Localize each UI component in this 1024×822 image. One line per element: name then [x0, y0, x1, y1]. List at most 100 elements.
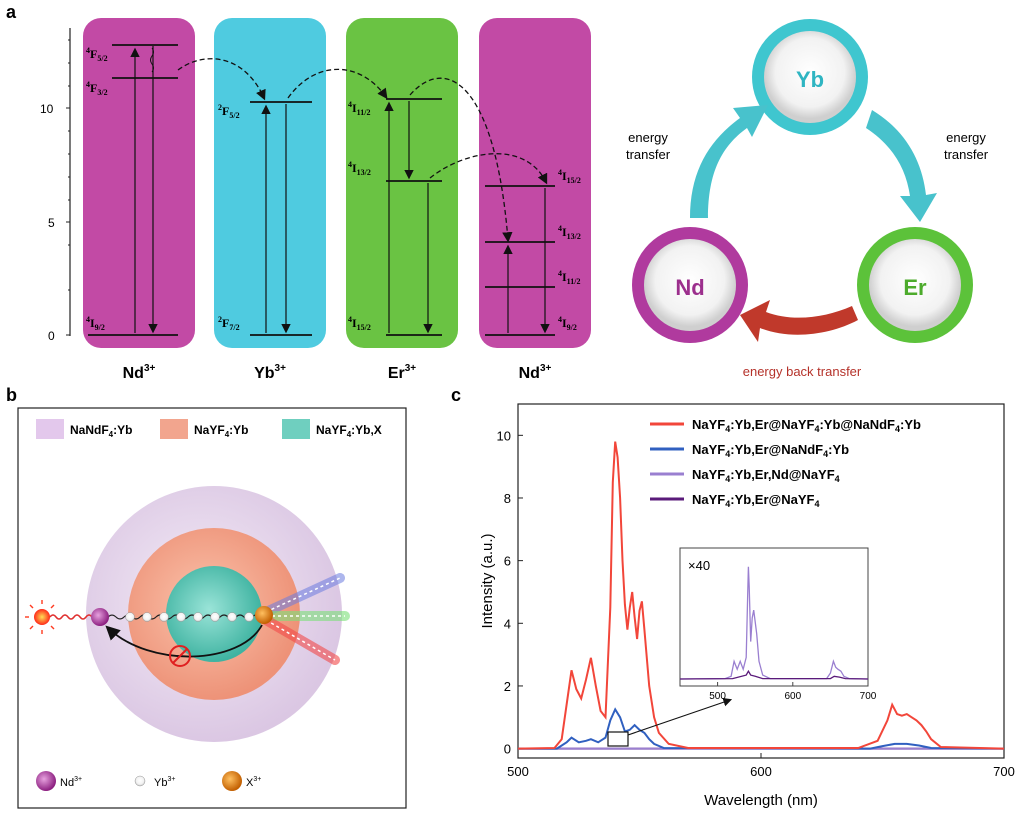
er-ring-label: Er [903, 275, 927, 300]
yb-ring-inner [764, 31, 856, 123]
energy-transfer-curves [177, 58, 548, 243]
emission-beams [261, 573, 350, 665]
yb-ring-label: Yb [796, 67, 824, 92]
inset-series-line-1 [679, 669, 869, 680]
series-line-1 [518, 707, 1005, 750]
panel-c-letter: c [451, 385, 461, 405]
shell-legend-swatch-1 [160, 419, 188, 439]
laser-source-icon [34, 609, 50, 625]
nd-relaxation-wave [150, 47, 154, 73]
ion-label-2: Er3+ [388, 363, 416, 382]
level-label-3-0: 4I15/2 [558, 168, 581, 185]
panel-a-energy-levels: a 0 5 10 [6, 2, 591, 382]
level-label-0-0: 4F5/2 [86, 46, 108, 63]
y-tick-label: 4 [504, 616, 511, 631]
y-axis-ticks [66, 39, 70, 336]
x-tick-label: 600 [750, 764, 772, 779]
energy-transfer-cycle: Yb Er Nd energy transfer energy transfer… [626, 19, 989, 379]
nd-ion-ball [91, 608, 109, 626]
y-tick-label: 0 [504, 742, 511, 757]
er-column [346, 18, 458, 348]
nd-column-right [479, 18, 591, 348]
y-tick-label: 2 [504, 679, 511, 694]
level-label-0-1: 4F3/2 [86, 80, 108, 97]
ion-legend-ball-1 [134, 775, 146, 787]
level-label-2-1: 4I13/2 [348, 160, 371, 177]
er-ring-inner [869, 239, 961, 331]
y-tick-0: 0 [48, 329, 55, 343]
yb-ion-chain [125, 612, 254, 622]
right-transfer-arrow [866, 110, 937, 222]
right-arrow-text-line1: energy [946, 130, 986, 145]
inset-scale-label: ×40 [688, 558, 710, 573]
excitation-wave [49, 614, 93, 620]
y-tick-label: 10 [497, 428, 511, 443]
laser-rays [25, 600, 55, 634]
yb-column [214, 18, 326, 348]
ion-legend-label-0: Nd3+ [60, 776, 82, 789]
y-axis-label: Intensity (a.u.) [479, 533, 496, 628]
panel-c-series [517, 441, 1005, 750]
y-tick-label: 6 [504, 554, 511, 569]
level-label-2-2: 4I15/2 [348, 315, 371, 332]
ion-label-0: Nd3+ [123, 363, 156, 382]
panel-c-legend: NaYF4:Yb,Er@NaYF4:Yb@NaNdF4:YbNaYF4:Yb,E… [650, 417, 921, 509]
zoom-arrow [627, 697, 733, 736]
ion-legend-label-2: X3+ [246, 776, 261, 789]
shell-legend-label-0: NaNdF4:Yb [70, 423, 132, 439]
back-transfer-arrow [740, 300, 858, 342]
zoom-region-box [607, 731, 629, 747]
left-transfer-arrow [690, 105, 768, 218]
level-label-1-1: 2F7/2 [218, 315, 240, 332]
level-label-2-0: 4I11/2 [348, 100, 370, 117]
series-line-0 [517, 441, 1005, 750]
y-tick-5: 5 [48, 216, 55, 230]
left-arrow-text-line1: energy [628, 130, 668, 145]
level-label-1-0: 2F5/2 [218, 103, 240, 120]
inset-x-tick-label: 600 [784, 691, 801, 702]
ion-legend-label-1: Yb3+ [154, 776, 175, 789]
panel-b-ion-legend: Nd3+ Yb3+ X3+ [36, 771, 261, 791]
inset-frame [679, 547, 869, 687]
ion-labels: Nd3+ Yb3+ Er3+ Nd3+ [123, 363, 552, 382]
legend-label-2: NaYF4:Yb,Er,Nd@NaYF4 [692, 467, 840, 484]
er-levels [386, 98, 442, 336]
nd-ring-label: Nd [675, 275, 704, 300]
ion-label-1: Yb3+ [254, 363, 286, 382]
blocked-icon-slash [172, 648, 188, 664]
y-tick-10: 10 [40, 102, 54, 116]
x-tick-label: 500 [507, 764, 529, 779]
shell-legend-label-2: NaYF4:Yb,X [316, 423, 382, 439]
level-labels: 4F5/2 4F3/2 4I9/2 2F5/2 2F7/2 4I11/2 4I13/2 4I1… [86, 46, 581, 332]
left-arrow-text-line2: transfer [626, 147, 671, 162]
x-tick-label: 700 [993, 764, 1015, 779]
legend-label-0: NaYF4:Yb,Er@NaYF4:Yb@NaNdF4:Yb [692, 417, 921, 434]
shell-legend-swatch-2 [282, 419, 310, 439]
level-label-3-3: 4I9/2 [558, 315, 577, 332]
nd-column-left [83, 18, 195, 348]
inset-series-line-0 [679, 566, 869, 680]
nd-right-levels [485, 185, 555, 336]
inset-plot: 500 600 700 [679, 566, 877, 702]
level-label-3-2: 4I11/2 [558, 269, 580, 286]
nd-left-levels [88, 44, 178, 336]
y-tick-label: 8 [504, 491, 511, 506]
ion-legend-ball-2 [222, 771, 242, 791]
inset-x-tick-label: 500 [709, 691, 726, 702]
ion-label-3: Nd3+ [519, 363, 552, 382]
blocked-icon [169, 645, 191, 667]
inset-x-tick-label: 700 [860, 691, 877, 702]
back-transfer-text: energy back transfer [743, 364, 862, 379]
level-label-0-2: 4I9/2 [86, 315, 105, 332]
shell-legend-swatch-0 [36, 419, 64, 439]
level-label-3-1: 4I13/2 [558, 224, 581, 241]
ion-legend-ball-0 [36, 771, 56, 791]
nd-ring-inner [644, 239, 736, 331]
panel-a-letter: a [6, 2, 17, 22]
legend-label-3: NaYF4:Yb,Er@NaYF4 [692, 492, 819, 509]
